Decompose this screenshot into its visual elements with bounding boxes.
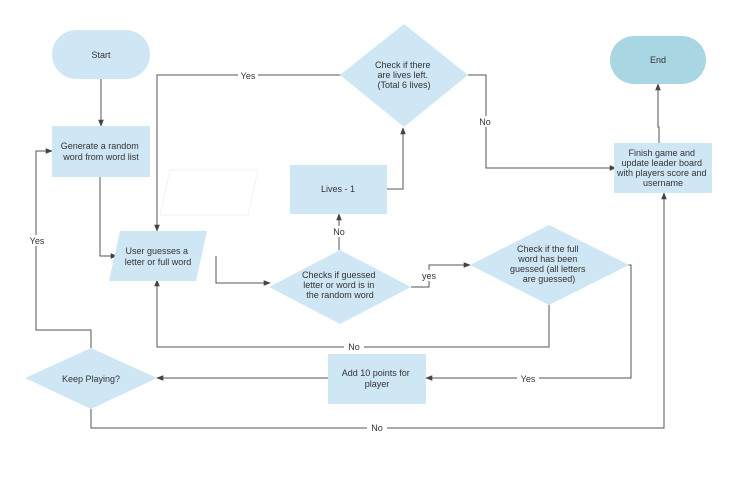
edge-label-lives-no: No — [476, 116, 496, 127]
node-keep-playing: Keep Playing? — [25, 348, 157, 409]
svg-text:Lives - 1: Lives - 1 — [321, 184, 355, 194]
node-check-lives: Check if there are lives left. (Total 6 … — [340, 24, 468, 127]
svg-text:Finish game and update l: Finish game and update leader board with… — [616, 148, 709, 188]
node-start: Start — [52, 30, 150, 79]
node-check-full-word: Check if the full word has been guessed … — [470, 225, 629, 305]
svg-text:Add 10 points for player: Add 10 points for player — [342, 368, 413, 389]
node-generate-word: Generate a random word from word list — [52, 126, 150, 177]
node-lives-minus-one: Lives - 1 — [290, 165, 387, 214]
svg-text:No: No — [348, 342, 360, 352]
svg-text:Keep Playing?: Keep Playing? — [62, 374, 120, 384]
edge-finish-end — [655, 83, 661, 143]
edge-generate-guess — [99, 177, 118, 259]
node-add-points: Add 10 points for player — [328, 354, 426, 404]
edge-label-guessed-yes: yes — [418, 270, 440, 281]
node-finish-game: Finish game and update leader board with… — [614, 143, 712, 193]
svg-text:Checks if guessed letter: Checks if guessed letter or word is in t… — [302, 270, 378, 300]
svg-text:Yes: Yes — [521, 374, 536, 384]
node-user-guess: User guesses a letter or full word — [109, 231, 207, 281]
svg-text:Check if there are lives: Check if there are lives left. (Total 6 … — [375, 60, 433, 90]
svg-text:Start: Start — [91, 50, 111, 60]
svg-text:Generate a random word f: Generate a random word from word list — [61, 141, 142, 162]
svg-text:Check if the full word h: Check if the full word has been guessed … — [510, 244, 588, 284]
edge-label-full-no: No — [344, 342, 364, 353]
svg-text:No: No — [479, 117, 491, 127]
svg-text:Yes: Yes — [241, 71, 256, 81]
svg-text:yes: yes — [422, 271, 437, 281]
node-check-guessed: Checks if guessed letter or word is in t… — [269, 250, 411, 324]
svg-text:Yes: Yes — [30, 236, 45, 246]
svg-text:No: No — [333, 227, 345, 237]
svg-text:End: End — [650, 55, 666, 65]
edge-label-keep-no: No — [367, 423, 387, 434]
faint-shape — [159, 169, 259, 216]
svg-text:No: No — [371, 423, 383, 433]
edge-checklives-yes — [154, 74, 341, 232]
edge-lives-checklives — [387, 127, 406, 190]
edge-label-full-yes: Yes — [517, 373, 539, 384]
edge-guess-check — [215, 256, 271, 286]
edge-label-lives-yes: Yes — [238, 70, 258, 81]
edge-label-guessed-no: No — [330, 226, 348, 237]
node-end: End — [610, 36, 706, 84]
svg-text:User guesses a letter or: User guesses a letter or full word — [125, 246, 192, 267]
edge-keep-yes — [35, 148, 92, 348]
edge-label-keep-yes: Yes — [26, 235, 48, 246]
